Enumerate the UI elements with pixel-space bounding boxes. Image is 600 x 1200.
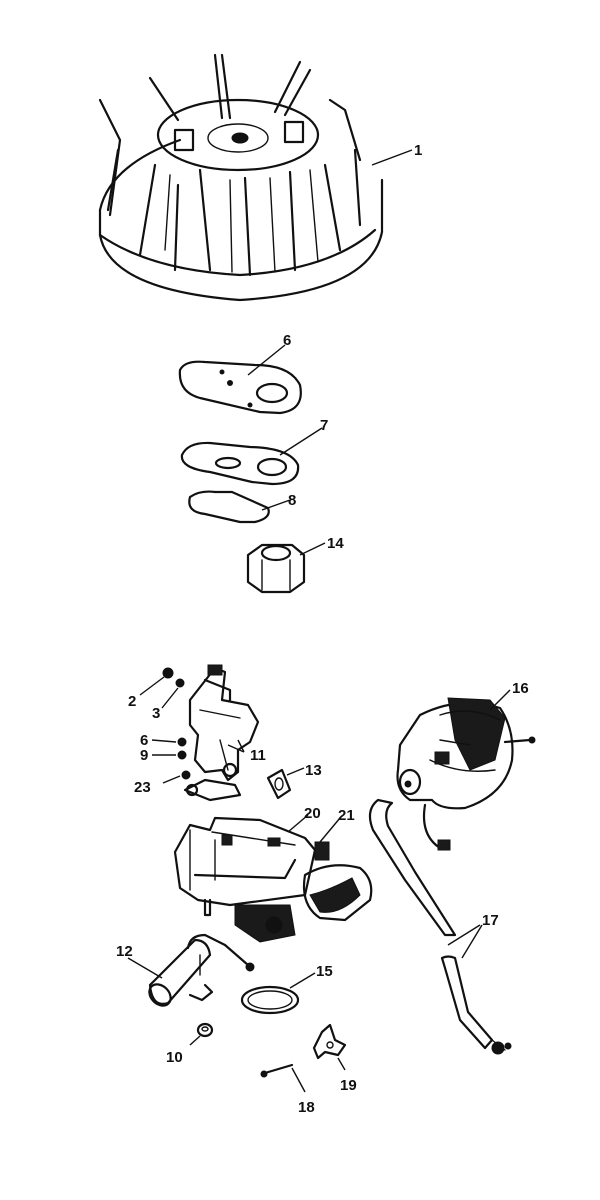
condenser-clamp xyxy=(240,985,300,1015)
ignition-coil xyxy=(396,697,536,851)
ignition-wire-tube xyxy=(368,798,512,1055)
gasket-plate xyxy=(178,360,302,415)
callout-12: 12 xyxy=(116,943,133,960)
thin-gasket xyxy=(188,490,270,524)
washer-6 xyxy=(177,737,187,747)
cam-wiper-felt xyxy=(266,768,292,800)
callout-15: 15 xyxy=(316,963,333,980)
breaker-point-assembly xyxy=(183,664,260,802)
wire-clip xyxy=(312,1023,347,1060)
washer-9 xyxy=(177,750,187,760)
callout-20: 20 xyxy=(304,805,321,822)
screw-3 xyxy=(175,678,185,688)
callout-14: 14 xyxy=(327,535,344,552)
callout-11: 11 xyxy=(250,747,266,764)
callout-18: 18 xyxy=(298,1099,315,1116)
callout-16: 16 xyxy=(512,680,529,697)
pin-18 xyxy=(260,1063,294,1078)
flywheel-nut xyxy=(246,543,306,594)
callout-9: 9 xyxy=(140,747,148,764)
callout-6b: 6 xyxy=(140,732,148,749)
callout-2: 2 xyxy=(128,693,136,710)
callout-7: 7 xyxy=(320,417,328,434)
screw-2 xyxy=(162,667,174,679)
callout-13: 13 xyxy=(305,762,322,779)
callout-23: 23 xyxy=(134,779,151,796)
callout-21: 21 xyxy=(338,807,355,824)
callout-3: 3 xyxy=(152,705,160,722)
callout-6: 6 xyxy=(283,332,291,349)
breaker-box xyxy=(173,816,317,943)
callout-1: 1 xyxy=(414,142,422,159)
gasket xyxy=(180,441,300,486)
callout-10: 10 xyxy=(166,1049,183,1066)
callout-17: 17 xyxy=(482,912,499,929)
callout-19: 19 xyxy=(340,1077,357,1094)
screw-10 xyxy=(196,1022,214,1038)
flywheel xyxy=(98,53,384,302)
condenser xyxy=(148,933,255,1007)
breaker-box-cover xyxy=(302,841,373,922)
screw-23 xyxy=(181,770,191,780)
callout-8: 8 xyxy=(288,492,296,509)
